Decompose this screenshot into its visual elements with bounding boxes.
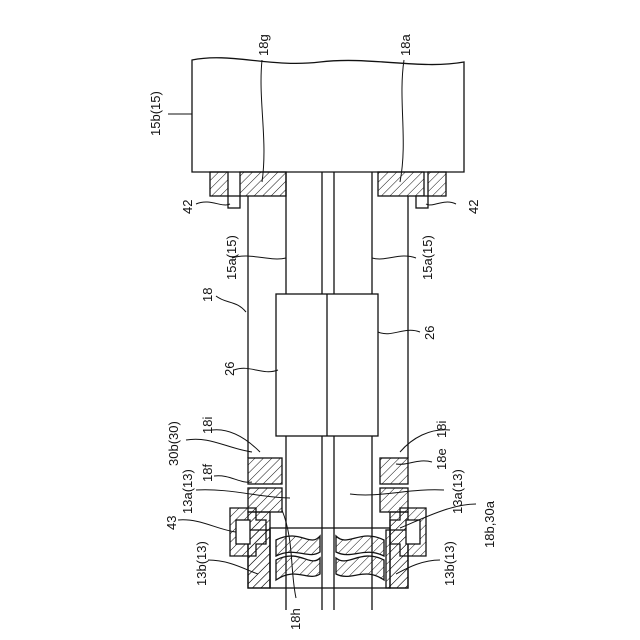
leader-18g xyxy=(261,60,264,182)
label-42-right: 42 xyxy=(466,200,481,214)
flange-block-left-outer xyxy=(210,172,228,196)
leader-30b xyxy=(186,439,252,452)
leader-15a-right xyxy=(372,256,416,259)
label-42-left: 42 xyxy=(180,200,195,214)
leader-18 xyxy=(216,296,246,312)
screw-right xyxy=(336,536,384,580)
label-18: 18 xyxy=(200,288,215,302)
flange-block-right-outer xyxy=(428,172,446,196)
leader-18a xyxy=(400,60,404,182)
label-13b-right: 13b(13) xyxy=(442,541,457,586)
clamp-inner-right xyxy=(406,520,420,544)
label-18i-right: 18i xyxy=(434,421,449,438)
upper-housing xyxy=(192,58,464,172)
leader-15a-left xyxy=(232,256,286,259)
label-43: 43 xyxy=(164,516,179,530)
label-13a-left: 13a(13) xyxy=(180,469,195,514)
bolt-42-left xyxy=(228,196,240,208)
label-15a-left: 15a(15) xyxy=(224,235,239,280)
seal-block-right-upper xyxy=(380,458,408,484)
label-18e: 18e xyxy=(434,448,449,470)
label-18a: 18a xyxy=(398,34,413,56)
leader-43 xyxy=(178,520,236,532)
label-18h: 18h xyxy=(288,608,303,630)
leader-18h xyxy=(282,510,296,598)
bolt-42-right xyxy=(416,196,428,208)
screw-left xyxy=(276,536,320,580)
leader-42-left xyxy=(196,202,230,205)
label-13a-right: 13a(13) xyxy=(450,469,465,514)
leader-26-left xyxy=(234,368,278,371)
label-15b: 15b(15) xyxy=(148,91,163,136)
seal-block-left-upper xyxy=(248,458,282,484)
label-18b: 18b,30a xyxy=(482,500,497,548)
label-26-right: 26 xyxy=(422,326,437,340)
label-13b-left: 13b(13) xyxy=(194,541,209,586)
leader-26-right xyxy=(378,330,420,333)
label-30b: 30b(30) xyxy=(166,421,181,466)
label-18g: 18g xyxy=(256,34,271,56)
leader-42-right xyxy=(426,202,456,205)
label-15a-right: 15a(15) xyxy=(420,235,435,280)
label-18f: 18f xyxy=(200,464,215,482)
label-26-left: 26 xyxy=(222,362,237,376)
clamp-inner-left xyxy=(236,520,250,544)
leader-18f xyxy=(214,476,252,483)
label-18i-left: 18i xyxy=(200,417,215,434)
